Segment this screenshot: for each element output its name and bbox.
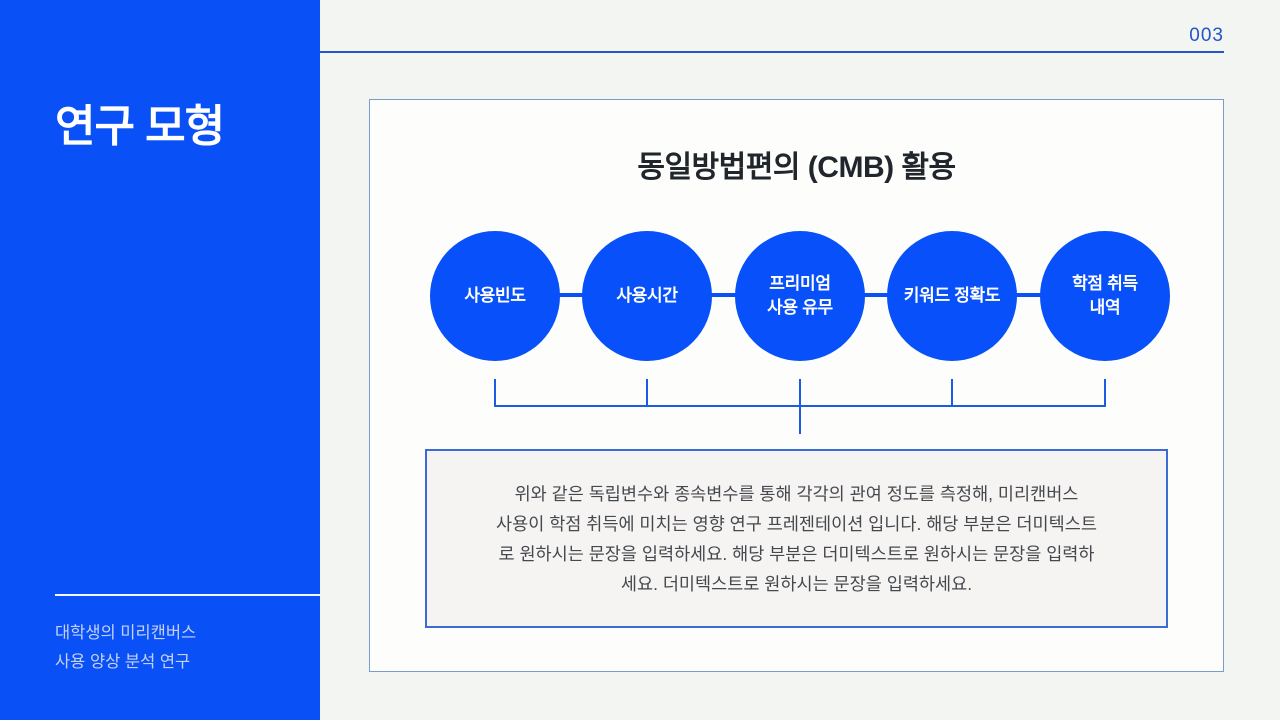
sidebar-footer-line-2: 사용 양상 분석 연구 [55, 653, 191, 671]
diagram-title: 동일방법편의 (CMB) 활용 [637, 151, 956, 184]
bracket-stub [951, 379, 953, 406]
description-line: 사용이 학점 취득에 미치는 영향 연구 프레젠테이션 입니다. 해당 부분은 … [496, 513, 1097, 534]
bracket-drop-line [799, 407, 801, 434]
bracket-stub [494, 379, 496, 406]
slide-title: 연구 모형 [55, 102, 225, 151]
node-label: 학점 취득 내역 [1072, 274, 1138, 317]
node-label: 사용빈도 [464, 286, 526, 305]
bracket-stub [1104, 379, 1106, 406]
description-line: 로 원하시는 문장을 입력하세요. 해당 부분은 더미텍스트로 원하시는 문장을… [498, 543, 1095, 564]
variable-node-usage-frequency: 사용빈도 [430, 231, 560, 361]
sidebar-footer: 대학생의 미리캔버스 사용 양상 분석 연구 [55, 619, 196, 677]
bracket-stub [646, 379, 648, 406]
bracket-stub [799, 379, 801, 406]
sidebar-divider [55, 594, 320, 596]
description-line: 세요. 더미텍스트로 원하시는 문장을 입력하세요. [620, 573, 973, 594]
sidebar-footer-line-1: 대학생의 미리캔버스 [55, 624, 197, 642]
bracket-bar [494, 405, 1106, 407]
node-label: 사용시간 [616, 286, 678, 305]
header-rule [320, 51, 1224, 53]
node-label: 프리미엄 사용 유무 [767, 274, 833, 317]
sidebar: 연구 모형 대학생의 미리캔버스 사용 양상 분석 연구 [0, 0, 320, 720]
description-line: 위와 같은 독립변수와 종속변수를 통해 각각의 관여 정도를 측정해, 미리캔… [514, 483, 1079, 504]
variable-node-premium-usage: 프리미엄 사용 유무 [735, 231, 865, 361]
variable-node-keyword-accuracy: 키워드 정확도 [887, 231, 1017, 361]
variable-node-grade-record: 학점 취득 내역 [1040, 231, 1170, 361]
description-box: 위와 같은 독립변수와 종속변수를 통해 각각의 관여 정도를 측정해, 미리캔… [425, 449, 1168, 628]
variable-node-usage-time: 사용시간 [582, 231, 712, 361]
node-label: 키워드 정확도 [903, 286, 1001, 305]
diagram-panel: 동일방법편의 (CMB) 활용 사용빈도 사용시간 프리미엄 사용 유무 키워드… [369, 99, 1224, 672]
page-number: 003 [1189, 25, 1224, 46]
